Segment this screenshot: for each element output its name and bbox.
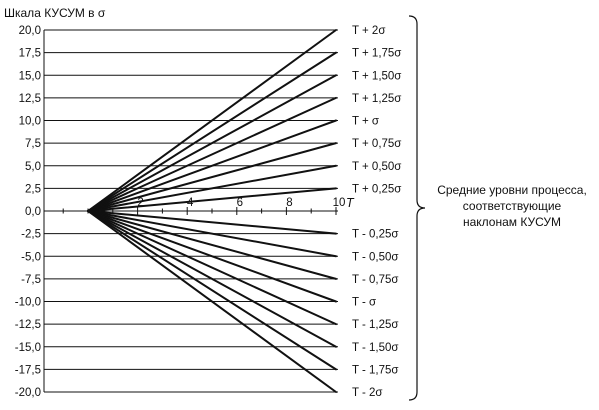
slope-label: T - 1,50σ xyxy=(352,342,399,354)
annotation-line: соответствующие xyxy=(463,199,562,213)
slope-ray xyxy=(87,51,337,212)
slope-label: T + 2σ xyxy=(352,25,385,37)
slope-ray xyxy=(87,210,337,371)
y-tick-label: 15,0 xyxy=(19,70,41,82)
slope-ray xyxy=(87,210,337,235)
slope-ray xyxy=(87,210,337,393)
slope-label: T - 0,75σ xyxy=(352,274,399,286)
slope-ray xyxy=(87,74,337,212)
slope-ray xyxy=(87,164,337,212)
annotation-line: Средние уровни процесса, xyxy=(437,183,587,197)
axes xyxy=(43,30,337,392)
slope-ray xyxy=(87,210,337,326)
slope-label: T + 0,25σ xyxy=(352,183,401,195)
slope-label: T - 0,50σ xyxy=(352,251,399,263)
y-tick-label: 5,0 xyxy=(25,161,41,173)
x-tick-label: 10 xyxy=(333,197,346,209)
annotation-line: наклонам КУСУМ xyxy=(463,215,561,229)
x-tick-label: 2 xyxy=(137,197,143,209)
slope-label: T + σ xyxy=(352,116,379,128)
y-tick-label: 10,0 xyxy=(19,116,41,128)
x-tick-label: 4 xyxy=(187,197,194,209)
slope-label: T + 1,75σ xyxy=(352,48,401,60)
y-tick-label: -7,5 xyxy=(21,274,41,286)
slope-ray xyxy=(87,210,337,258)
slope-label: T + 0,75σ xyxy=(352,138,401,150)
slope-label: T - σ xyxy=(352,297,376,309)
y-tick-label: 20,0 xyxy=(19,25,41,37)
slope-ray xyxy=(87,210,337,280)
slope-label: T - 2σ xyxy=(352,387,383,399)
y-tick-label: 12,5 xyxy=(19,93,41,105)
slope-ray xyxy=(87,119,337,212)
y-tick-label: 7,5 xyxy=(25,138,41,150)
grid-lines xyxy=(44,29,338,393)
y-tick-label: -20,0 xyxy=(15,387,41,399)
y-tick-label: -10,0 xyxy=(15,297,41,309)
y-tick-label: -2,5 xyxy=(21,229,41,241)
y-tick-label: 0,0 xyxy=(25,206,41,218)
slope-label: T + 0,50σ xyxy=(352,161,401,173)
x-tick-label: 6 xyxy=(237,197,243,209)
slope-ray xyxy=(87,96,337,212)
slope-ray xyxy=(87,187,337,212)
slope-ray xyxy=(87,142,337,212)
brace xyxy=(408,15,426,401)
slope-ray xyxy=(87,210,337,348)
y-tick-label: -17,5 xyxy=(15,364,41,376)
curly-brace xyxy=(408,15,426,401)
slope-label: T + 1,50σ xyxy=(352,70,401,82)
y-axis-title: Шкала КУСУМ в σ xyxy=(4,6,106,20)
x-axis-label: T xyxy=(346,196,355,210)
x-tick-label: 8 xyxy=(286,197,292,209)
y-tick-label: -12,5 xyxy=(15,319,41,331)
labels: 20,0 17,5 15,0 12,5 10,0 7,5 5,0 2,5 0,0 -2,5 -5,0… xyxy=(4,6,587,399)
slope-rays xyxy=(87,29,337,393)
slope-label: T - 1,25σ xyxy=(352,319,399,331)
slope-label: T - 1,75σ xyxy=(352,364,399,376)
slope-ray xyxy=(87,210,337,303)
slope-ray xyxy=(87,29,337,212)
y-tick-label: 2,5 xyxy=(25,183,41,195)
slope-label: T + 1,25σ xyxy=(352,93,401,105)
y-tick-label: 17,5 xyxy=(19,48,41,60)
y-tick-label: -15,0 xyxy=(15,342,41,354)
y-tick-label: -5,0 xyxy=(21,251,41,263)
slope-label: T - 0,25σ xyxy=(352,229,399,241)
